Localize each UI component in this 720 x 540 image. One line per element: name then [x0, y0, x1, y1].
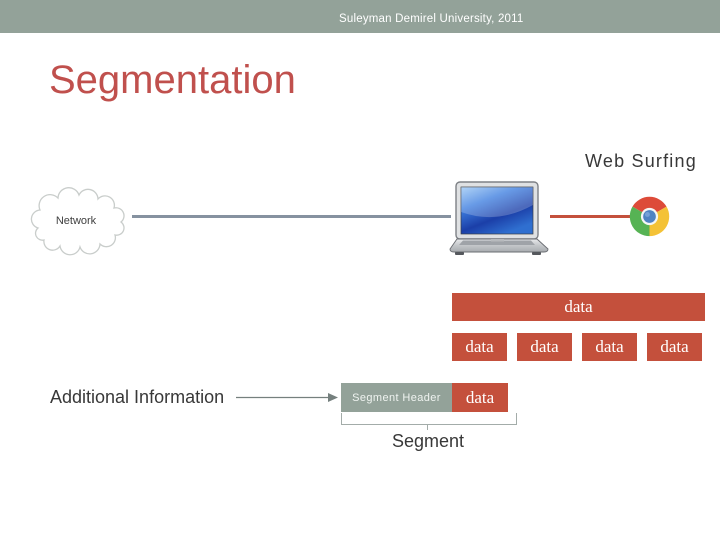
cloud-shape: Network — [30, 187, 125, 256]
laptop-icon — [448, 181, 550, 256]
data-segment-box: data — [452, 333, 507, 361]
chrome-browser-icon — [629, 196, 670, 237]
segment-header-box: Segment Header — [341, 383, 452, 412]
browser-link-line — [550, 215, 630, 218]
segment-brace-tick — [427, 424, 428, 430]
segment-caption: Segment — [391, 431, 465, 451]
segment-data-box: data — [452, 383, 508, 412]
slide-header-bar: Suleyman Demirel University, 2011 — [0, 0, 720, 33]
data-segment-box: data — [647, 333, 702, 361]
additional-information-label: Additional Information — [50, 387, 225, 407]
network-label: Network — [56, 215, 97, 227]
data-segment-box: data — [582, 333, 637, 361]
header-text: Suleyman Demirel University, 2011 — [339, 13, 524, 25]
web-surfing-label: Web Surfing — [585, 151, 697, 171]
segment-brace — [341, 413, 517, 425]
slide-title: Segmentation — [49, 58, 296, 102]
additional-info-arrow — [236, 391, 339, 404]
network-link-line — [132, 215, 451, 218]
network-cloud-icon: Network — [22, 182, 128, 258]
data-message-bar: data — [452, 293, 705, 321]
data-segment-box: data — [517, 333, 572, 361]
